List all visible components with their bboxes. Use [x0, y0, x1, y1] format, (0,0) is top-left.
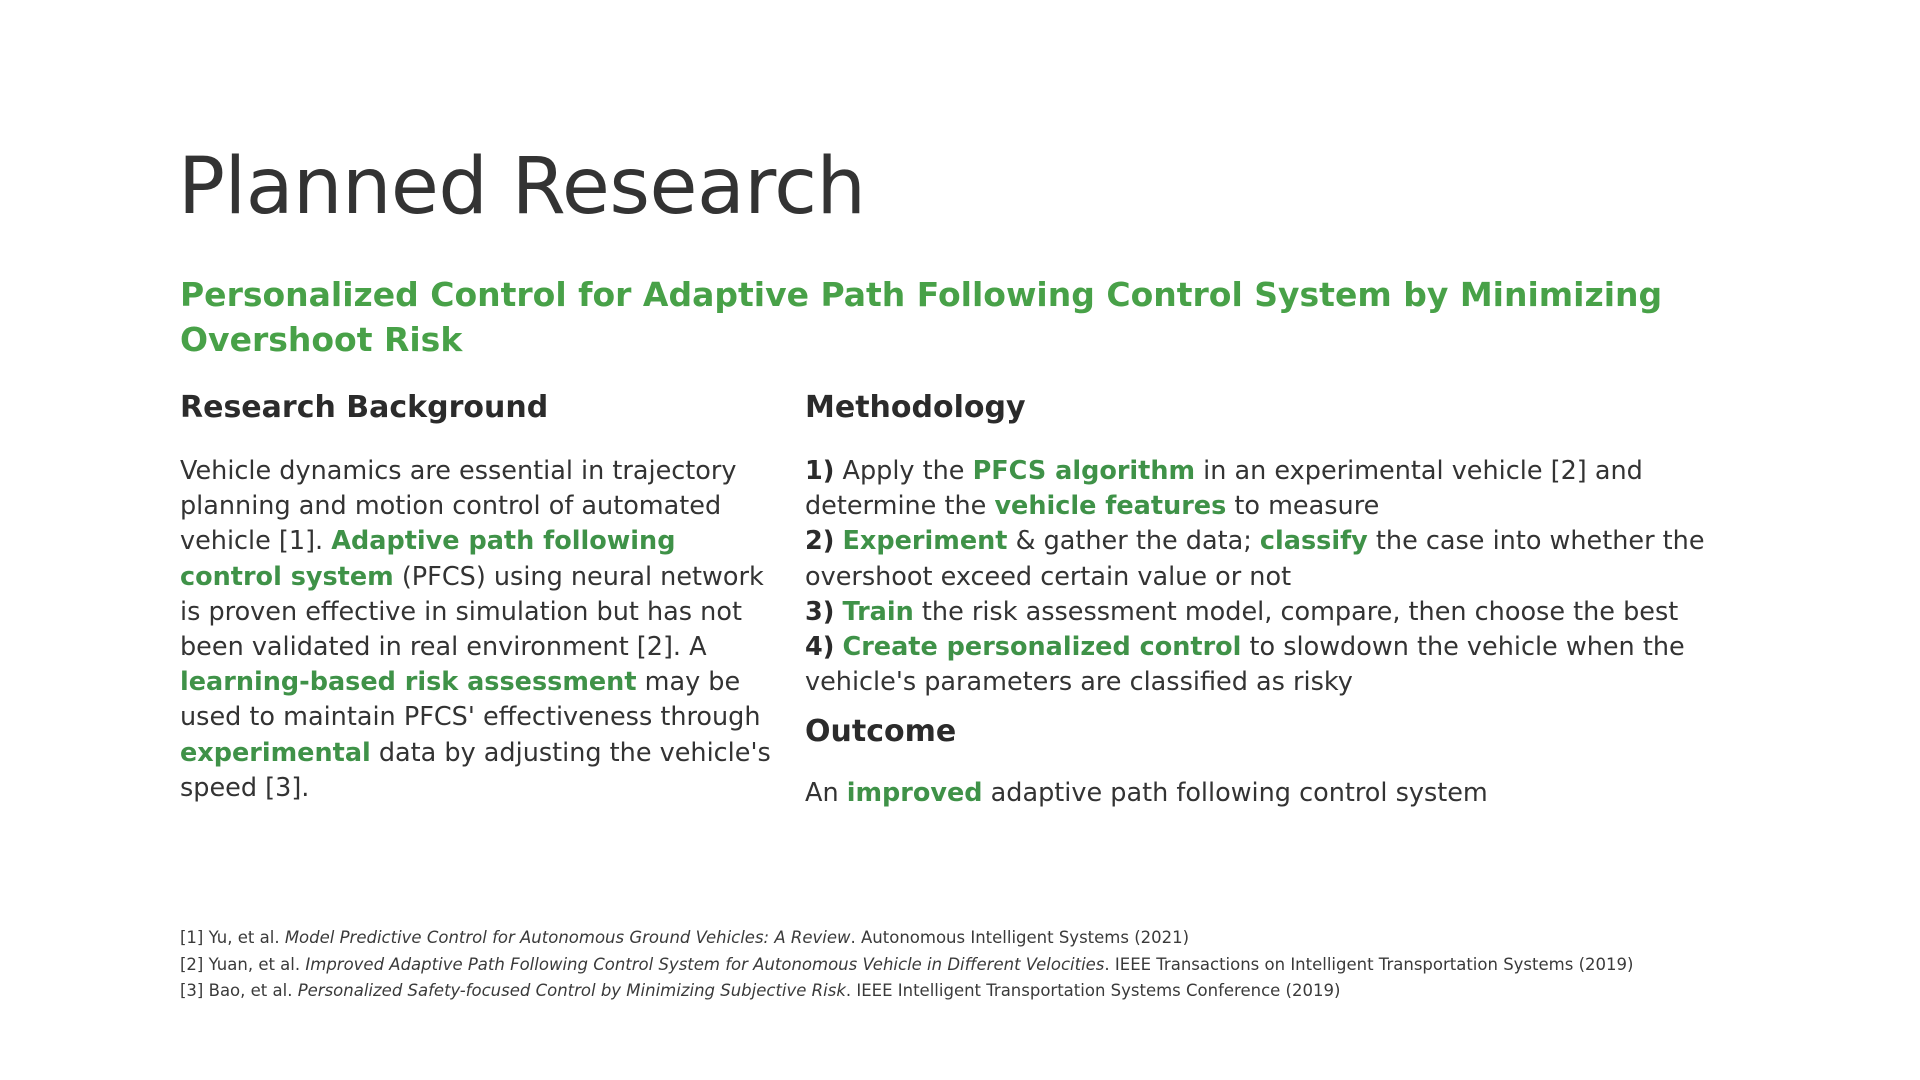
methodology-step-text: & gather the data; [1007, 526, 1260, 557]
methodology-step-text [834, 632, 842, 662]
methodology-step-text [834, 526, 842, 556]
methodology-step-text: in an experimental vehicle [2] and deter… [805, 456, 1643, 522]
methodology-step-text: Apply the [834, 456, 973, 486]
outcome-text-post: adaptive path following control system [982, 778, 1488, 809]
methodology-step: 1) Apply the PFCS algorithm in an experi… [805, 454, 1745, 524]
methodology-step: 3) Train the risk assessment model, comp… [805, 595, 1745, 630]
rb-text-1: Vehicle dynamics are essential in trajec… [180, 456, 737, 557]
reference-item: [2] Yuan, et al. Improved Adaptive Path … [180, 952, 1800, 979]
methodology-step-text [834, 597, 842, 627]
reference-venue: . IEEE Intelligent Transportation System… [845, 981, 1341, 1001]
reference-title: Personalized Safety-focused Control by M… [297, 981, 846, 1001]
reference-marker: [1] [180, 928, 204, 947]
reference-marker: [3] [180, 981, 204, 1001]
methodology-step-highlight: classify [1259, 526, 1368, 557]
reference-venue: . IEEE Transactions on Intelligent Trans… [1104, 954, 1634, 974]
reference-authors: Yuan, et al. [203, 954, 306, 974]
page-subtitle: Personalized Control for Adaptive Path F… [180, 275, 1663, 360]
reference-venue: . Autonomous Intelligent Systems (2021) [850, 928, 1190, 947]
rb-highlight-2: learning-based risk assessment [180, 667, 637, 698]
page-title: Planned Research [178, 142, 866, 233]
reference-title: Improved Adaptive Path Following Control… [305, 954, 1105, 974]
reference-authors: Bao, et al. [203, 981, 298, 1001]
rb-highlight-3: experimental [180, 737, 371, 768]
reference-authors: Yu, et al. [203, 928, 285, 947]
rb-text-3: may be used to maintain PFCS' effectiven… [180, 667, 761, 733]
methodology-steps-list: 1) Apply the PFCS algorithm in an experi… [805, 454, 1745, 700]
methodology-step-highlight: Train [842, 596, 914, 627]
rb-text-4: data by adjusting the vehicle's speed [3… [180, 737, 771, 803]
outcome-paragraph: An improved adaptive path following cont… [805, 776, 1745, 811]
methodology-step: 4) Create personalized control to slowdo… [805, 630, 1745, 700]
reference-title: Model Predictive Control for Autonomous … [284, 928, 851, 947]
rb-highlight-1: Adaptive path following control system [180, 526, 676, 592]
methodology-step-highlight: vehicle features [994, 491, 1227, 522]
methodology-step-number: 3) [805, 596, 835, 627]
methodology-step-text: to measure [1226, 491, 1380, 522]
methodology-step: 2) Experiment & gather the data; classif… [805, 524, 1745, 594]
references-block: [1] Yu, et al. Model Predictive Control … [180, 925, 1800, 1005]
outcome-highlight: improved [846, 778, 983, 809]
methodology-step-text: the case into whether the overshoot exce… [805, 526, 1705, 592]
methodology-step-number: 2) [805, 526, 835, 557]
reference-marker: [2] [180, 954, 204, 974]
rb-text-2: (PFCS) using neural network is proven ef… [180, 561, 764, 662]
reference-item: [3] Bao, et al. Personalized Safety-focu… [180, 978, 1800, 1005]
methodology-step-highlight: Create personalized control [842, 631, 1242, 662]
section-heading-outcome: Outcome [805, 714, 957, 750]
section-heading-methodology: Methodology [805, 390, 1026, 425]
research-background-paragraph: Vehicle dynamics are essential in trajec… [180, 454, 772, 806]
section-heading-research-background: Research Background [180, 390, 549, 425]
reference-item: [1] Yu, et al. Model Predictive Control … [180, 925, 1800, 952]
methodology-step-highlight: Experiment [842, 526, 1008, 557]
right-column: Methodology 1) Apply the PFCS algorithm … [805, 390, 1745, 812]
methodology-step-text: the risk assessment model, compare, then… [913, 596, 1679, 627]
left-column: Research Background Vehicle dynamics are… [180, 390, 772, 806]
methodology-step-text: to slowdown the vehicle when the vehicle… [805, 631, 1685, 698]
methodology-step-highlight: PFCS algorithm [972, 456, 1196, 486]
methodology-step-number: 4) [805, 631, 835, 662]
methodology-step-number: 1) [805, 456, 835, 486]
outcome-text-pre: An [805, 778, 847, 809]
